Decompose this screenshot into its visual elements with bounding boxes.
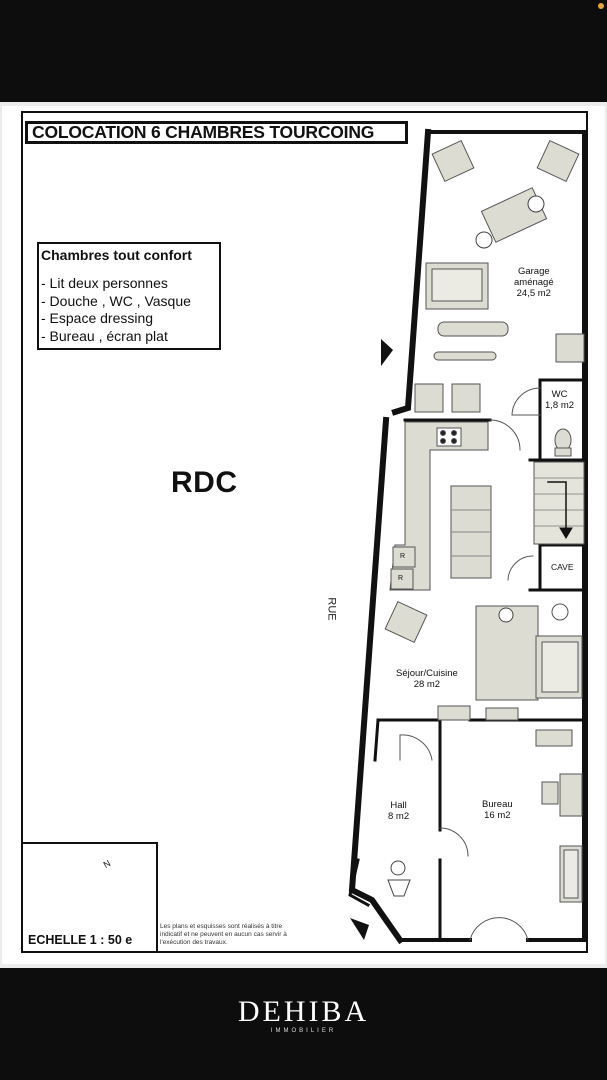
- room-area: 8 m2: [388, 811, 410, 822]
- armchair-garage-right: [536, 139, 580, 183]
- armchair-sejour: [384, 600, 428, 644]
- armchair-1: [414, 383, 444, 413]
- bicycle: [433, 351, 497, 361]
- feature-item: - Lit deux personnes: [41, 275, 168, 291]
- room-label-sejour: Séjour/Cuisine 28 m2: [396, 668, 458, 690]
- plan-sheet: [0, 102, 607, 968]
- feature-item: - Espace dressing: [41, 310, 154, 326]
- status-indicator: [598, 3, 604, 9]
- entrance-arrow-hall: [350, 918, 369, 940]
- brand-logo: DEHIBA: [237, 995, 370, 1028]
- room-name: aménagé: [514, 277, 554, 288]
- brand-footer: DEHIBA IMMOBILIER: [0, 995, 607, 1034]
- person-sejour: [498, 607, 514, 623]
- features-box: Chambres tout confort - Lit deux personn…: [37, 242, 221, 350]
- room-label-hall: Hall 8 m2: [388, 800, 409, 822]
- desk-bureau: [559, 773, 583, 817]
- scale-box: [21, 842, 158, 953]
- room-area: 24,5 m2: [516, 288, 551, 299]
- person-garage: [475, 231, 493, 249]
- disclaimer: Les plans et esquisses sont réalisés à t…: [160, 923, 287, 946]
- room-name: WC: [551, 389, 568, 400]
- plan-frame: [21, 111, 588, 953]
- shelf-bureau: [535, 729, 573, 747]
- entrance-arrow-garage: [381, 339, 393, 366]
- fridge-2: [390, 568, 414, 590]
- facade-wall: [348, 416, 405, 945]
- street-label: RUE: [325, 597, 338, 621]
- dining-window-fill: [437, 705, 471, 721]
- room-label-garage: Garage aménagé 24,5 m2: [514, 266, 554, 299]
- steering-wheel-decor: [551, 603, 569, 621]
- plan-title: COLOCATION 6 CHAMBRES TOURCOING: [25, 121, 408, 144]
- desk-chair: [541, 781, 559, 805]
- room-label-wc: WC 1,8 m2: [545, 389, 574, 411]
- level-label: RDC: [171, 466, 238, 499]
- stair-arrow: [547, 481, 567, 535]
- armchair-garage-left: [431, 139, 475, 183]
- brand-tagline: IMMOBILIER: [270, 1028, 337, 1034]
- features-heading: Chambres tout confort: [41, 247, 192, 263]
- fridge-label-2: R: [398, 575, 404, 582]
- door-cave: [507, 555, 534, 581]
- scale-label: ECHELLE 1 : 50 e: [28, 933, 133, 947]
- fridge-label-1: R: [400, 553, 406, 560]
- features-list: - Lit deux personnes - Douche , WC , Vas…: [39, 275, 219, 345]
- room-area: 1,8 m2: [545, 400, 575, 411]
- feature-item: - Bureau , écran plat: [41, 327, 168, 344]
- bicycles-right: [555, 333, 585, 363]
- feature-item: - Douche , WC , Vasque: [41, 292, 191, 309]
- hob: [436, 427, 462, 447]
- room-name: Garage: [517, 266, 550, 277]
- person-hall: [390, 860, 406, 876]
- armchair-2: [451, 383, 481, 413]
- room-area: 28 m2: [413, 679, 441, 690]
- room-area: 16 m2: [484, 810, 511, 821]
- room-name: CAVE: [551, 562, 574, 572]
- room-label-bureau: Bureau 16 m2: [482, 799, 513, 821]
- room-label-cave: CAVE: [551, 562, 574, 573]
- fridge-1: [392, 546, 416, 568]
- outer-wall-left-upper: [391, 128, 432, 416]
- room-name: Bureau: [482, 799, 513, 810]
- door-wc: [511, 387, 541, 416]
- room-name: Séjour/Cuisine: [396, 668, 458, 679]
- motorbike: [437, 321, 509, 337]
- room-name: Hall: [390, 800, 407, 811]
